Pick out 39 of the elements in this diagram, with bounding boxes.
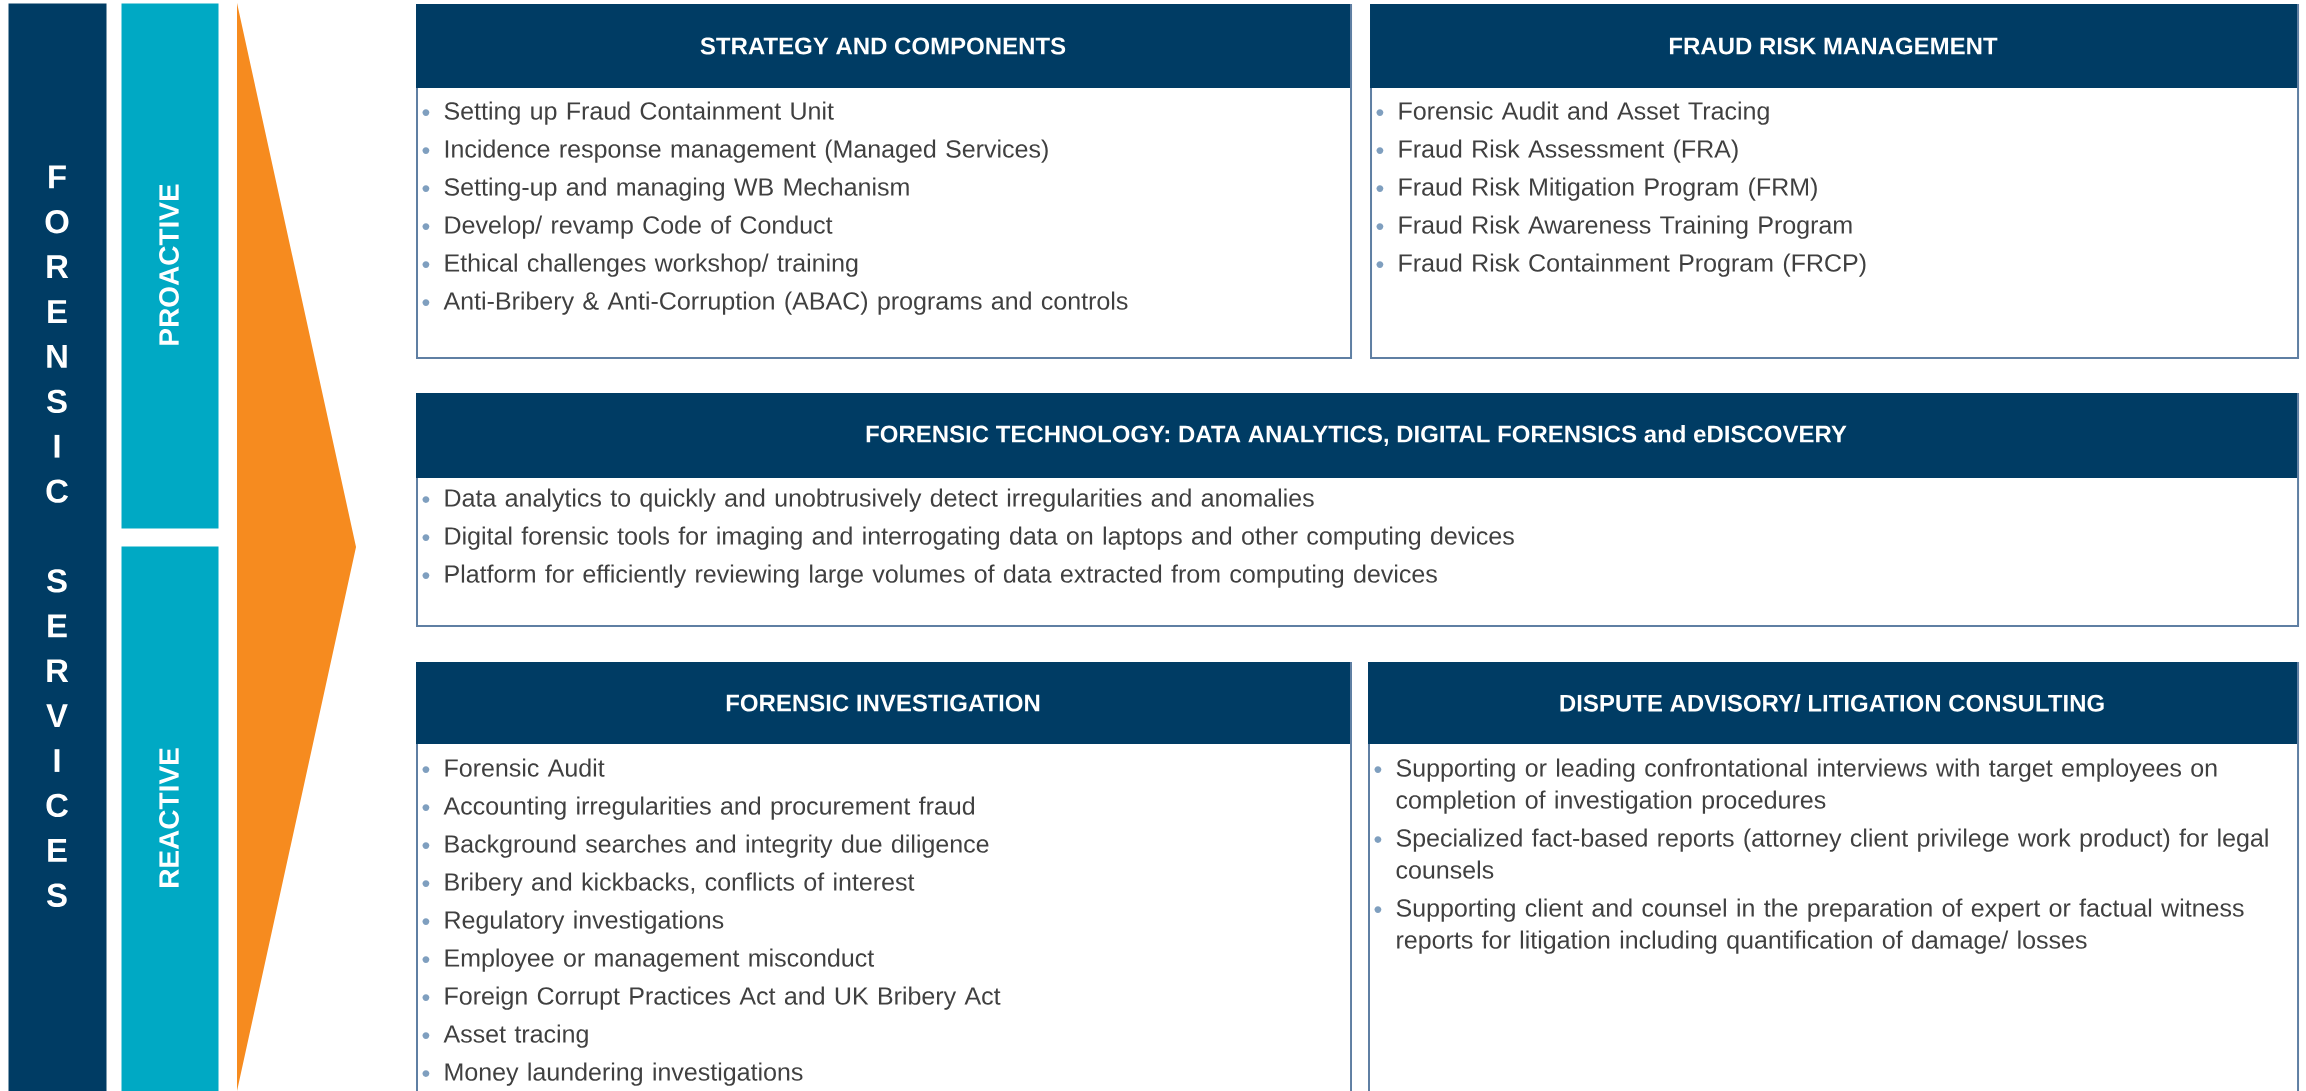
list-item: Fraud Risk Containment Program (FRCP)	[1376, 253, 1866, 277]
service-panel	[416, 4, 1353, 359]
list-item: Forensic Audit	[422, 758, 605, 777]
list-item: Background searches and integrity due diligence	[422, 834, 989, 858]
list-item: Setting up Fraud Containment Unit	[422, 101, 834, 125]
list-item: Foreign Corrupt Practices Act and UK Bribery Act	[422, 986, 1001, 1010]
service-panel	[416, 662, 1353, 1091]
list-item: Bribery and kickbacks, conflicts of interest	[422, 872, 915, 896]
list-item: Incidence response management (Managed Services)	[422, 139, 1048, 163]
side-band: REACTIVE	[121, 546, 219, 1091]
list-item: Anti-Bribery & Anti-Corruption (ABAC) programs and controls	[422, 291, 1128, 315]
service-panel	[1368, 662, 2300, 1091]
list-item: Employee or management misconduct	[422, 948, 874, 972]
panel-header: FORENSIC TECHNOLOGY: DATA ANALYTICS, DIGITAL FORENSICS and eDISCOVERY	[416, 393, 2297, 478]
list-item: Accounting irregularities and procurement fraud	[422, 796, 975, 820]
service-panel	[416, 393, 2300, 627]
list-item: Data analytics to quickly and unobtrusively detect irregularities and anomalies	[422, 488, 1314, 512]
list-item: Regulatory investigations	[422, 910, 724, 934]
list-item: Fraud Risk Assessment (FRA)	[1376, 139, 1738, 163]
panel-header: STRATEGY AND COMPONENTS	[416, 4, 1350, 88]
list-item: Asset tracing	[422, 1024, 588, 1048]
panel-header: FORENSIC INVESTIGATION	[416, 662, 1350, 744]
list-item: Platform for efficiently reviewing large volumes of data extracted from computing devices	[422, 564, 1437, 588]
panel-header: DISPUTE ADVISORY/ LITIGATION CONSULTING	[1368, 662, 2297, 744]
list-item: Develop/ revamp Code of Conduct	[422, 215, 833, 239]
list-item: Ethical challenges workshop/ training	[422, 253, 858, 277]
list-item: Supporting client and counsel in the preparation of expert or factual witness reports for litigation including quantification of damage/ losses	[1374, 898, 2244, 954]
list-item: Specialized fact-based reports (attorney client privilege work product) for legal counsels	[1374, 828, 2268, 879]
side-band: PROACTIVE	[121, 3, 219, 529]
list-item: Supporting or leading confrontational interviews with target employees on completion of investigation procedures	[1374, 758, 2217, 814]
service-panel	[1370, 4, 2300, 359]
list-item: Digital forensic tools for imaging and interrogating data on laptops and other computing devices	[422, 526, 1514, 550]
list-item: Money laundering investigations	[422, 1062, 803, 1086]
list-item: Fraud Risk Awareness Training Program	[1376, 215, 1852, 239]
panel-header: FRAUD RISK MANAGEMENT	[1370, 4, 2297, 88]
list-item: Forensic Audit and Asset Tracing	[1376, 101, 1769, 125]
list-item: Setting-up and managing WB Mechanism	[422, 177, 909, 201]
list-item: Fraud Risk Mitigation Program (FRM)	[1376, 177, 1817, 201]
vertical-banner: FORENSIC SERVICES	[8, 3, 107, 1091]
